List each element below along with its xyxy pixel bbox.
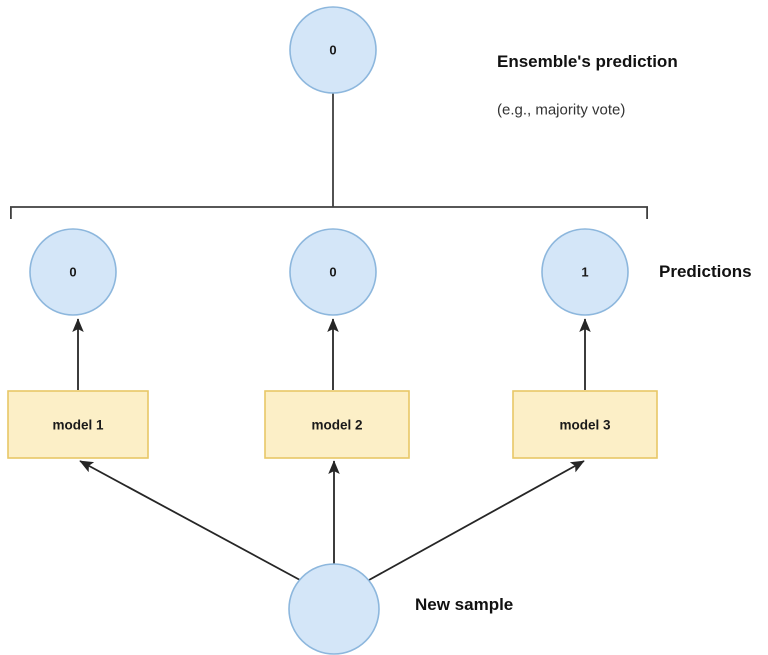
prediction-node-2[interactable] — [289, 228, 377, 316]
prediction-node-3[interactable] — [541, 228, 629, 316]
new-sample-label: New sample — [415, 595, 514, 614]
model-box-2[interactable] — [264, 390, 410, 459]
ensemble-prediction-label: Ensemble's prediction — [497, 52, 678, 71]
model-box-3[interactable] — [512, 390, 658, 459]
bracket-connector — [9, 93, 648, 219]
circle-nodes-layer — [29, 6, 629, 655]
new-sample-node[interactable] — [288, 563, 380, 655]
model-box-label-2: model 2 — [311, 417, 363, 433]
model-box-label-3: model 3 — [559, 417, 611, 433]
prediction-node-1[interactable] — [29, 228, 117, 316]
ensemble-prediction-sublabel: (e.g., majority vote) — [497, 101, 626, 119]
model-box-label-1: model 1 — [52, 417, 104, 433]
predictions-label: Predictions — [659, 262, 752, 281]
ensemble-prediction-node[interactable] — [289, 6, 377, 94]
model-box-1[interactable] — [7, 390, 149, 459]
arrow-sample-to-model3 — [368, 460, 585, 581]
model-boxes-layer — [7, 390, 658, 459]
arrow-sample-to-model1 — [79, 460, 301, 581]
sample-to-model-arrows — [79, 460, 585, 581]
model-to-prediction-arrows — [72, 318, 591, 390]
